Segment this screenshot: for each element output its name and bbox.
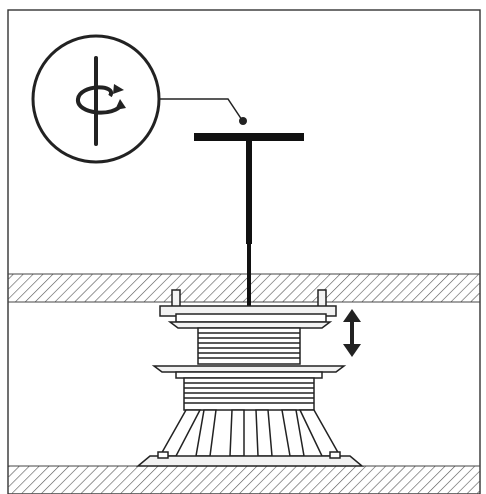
lower-thread bbox=[183, 377, 315, 411]
base-legs bbox=[158, 409, 342, 457]
upper-slab bbox=[8, 273, 480, 303]
adjustable-pedestal bbox=[135, 289, 365, 467]
rotate-icon bbox=[31, 34, 161, 164]
double-arrow-vertical-icon bbox=[343, 309, 361, 357]
upper-thread bbox=[197, 327, 301, 365]
floor-slab bbox=[8, 465, 480, 494]
diagram-frame bbox=[7, 9, 481, 494]
leader-line bbox=[158, 98, 247, 125]
